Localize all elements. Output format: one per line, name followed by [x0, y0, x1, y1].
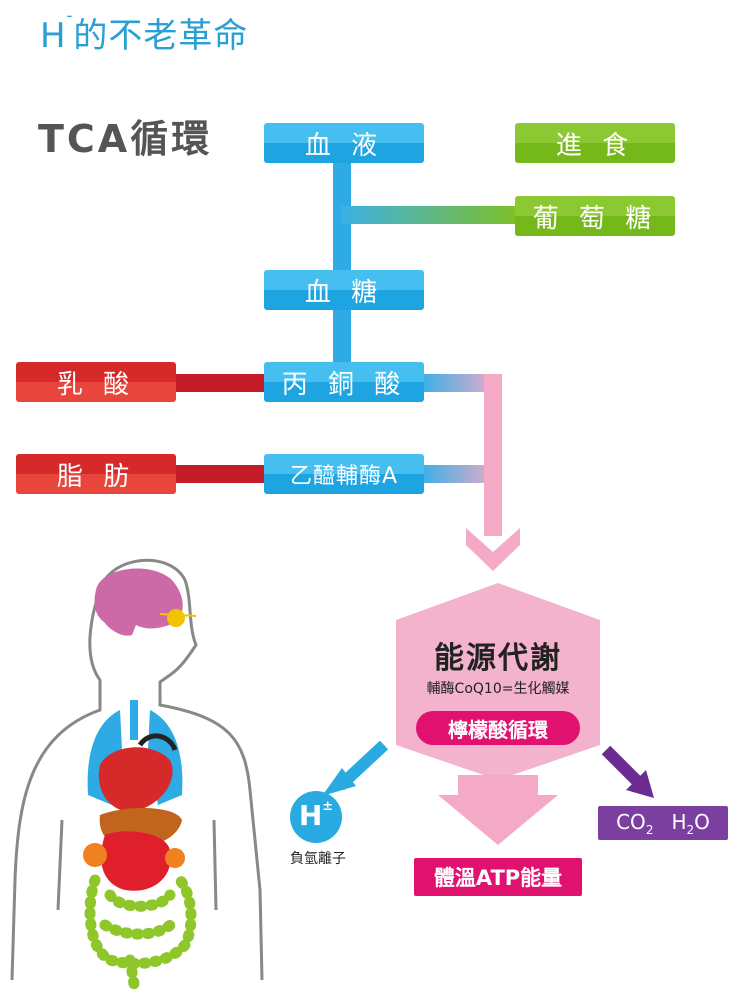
eye-icon [167, 609, 185, 627]
trachea-icon [130, 700, 138, 740]
heart-icon [98, 747, 173, 812]
page-title: H-的不老革命 [40, 6, 249, 56]
pyruvate-pink-line [422, 374, 502, 392]
eating-box: 進 食 [515, 123, 675, 163]
acetyl-coa-label: 乙醯輔酶A [289, 464, 399, 489]
blood-sugar-box: 血 糖 [264, 270, 424, 310]
co2-arrow-line [601, 745, 643, 787]
body-outline [10, 558, 264, 981]
co2-h2o-box: CO2 H2O [598, 806, 728, 840]
citric-cycle-pill: 檸檬酸循環 [416, 711, 580, 745]
kidney-icon [83, 843, 107, 867]
intestines-icon [84, 874, 197, 995]
energy-title: 能源代謝 [434, 641, 562, 676]
pink-down-arrow [466, 528, 520, 571]
atp-label: 體溫ATP能量 [433, 866, 563, 890]
energy-subtitle: 輔酶CoQ10=生化觸媒 [426, 681, 570, 697]
pyruvate-box: 丙 銅 酸 [264, 362, 424, 402]
fat-line [176, 465, 268, 483]
acetyl-coa-box: 乙醯輔酶A [264, 454, 424, 494]
blood-label: 血 液 [304, 130, 384, 161]
h2o-label: H2O [671, 809, 710, 837]
acetyl-pink-line [422, 465, 502, 483]
co2-arrow-head [626, 770, 654, 798]
h-badge-text: H± [298, 799, 334, 832]
h-arrow-head [322, 768, 356, 796]
glucose-label: 葡 萄 糖 [532, 203, 658, 234]
body-inner-outline [56, 819, 218, 911]
h-badge-circle [290, 791, 342, 843]
pink-vertical-line [484, 374, 502, 536]
lactic-acid-label: 乳 酸 [56, 369, 136, 400]
lactic-acid-box: 乳 酸 [16, 362, 176, 402]
co2-label: CO2 [616, 809, 654, 837]
tca-cycle-heading: TCA循環 [38, 117, 213, 161]
fat-box: 脂 肪 [16, 454, 176, 494]
atp-down-arrow [438, 775, 558, 845]
blood-sugar-label: 血 糖 [304, 277, 384, 308]
fat-label: 脂 肪 [56, 461, 136, 492]
blood-box: 血 液 [264, 123, 424, 163]
citric-cycle-label: 檸檬酸循環 [448, 717, 548, 742]
lactic-line [176, 374, 268, 392]
pyruvate-label: 丙 銅 酸 [281, 369, 407, 400]
atp-box: 體溫ATP能量 [414, 858, 582, 896]
human-body-illustration [10, 558, 264, 995]
brain-icon [94, 568, 183, 636]
glucose-branch-line [341, 206, 519, 224]
blood-trunk-line [333, 160, 351, 370]
stomach-icon [101, 831, 171, 891]
eating-label: 進 食 [555, 130, 635, 161]
negative-hydrogen-label: 負氫離子 [290, 851, 346, 867]
glucose-box: 葡 萄 糖 [515, 196, 675, 236]
